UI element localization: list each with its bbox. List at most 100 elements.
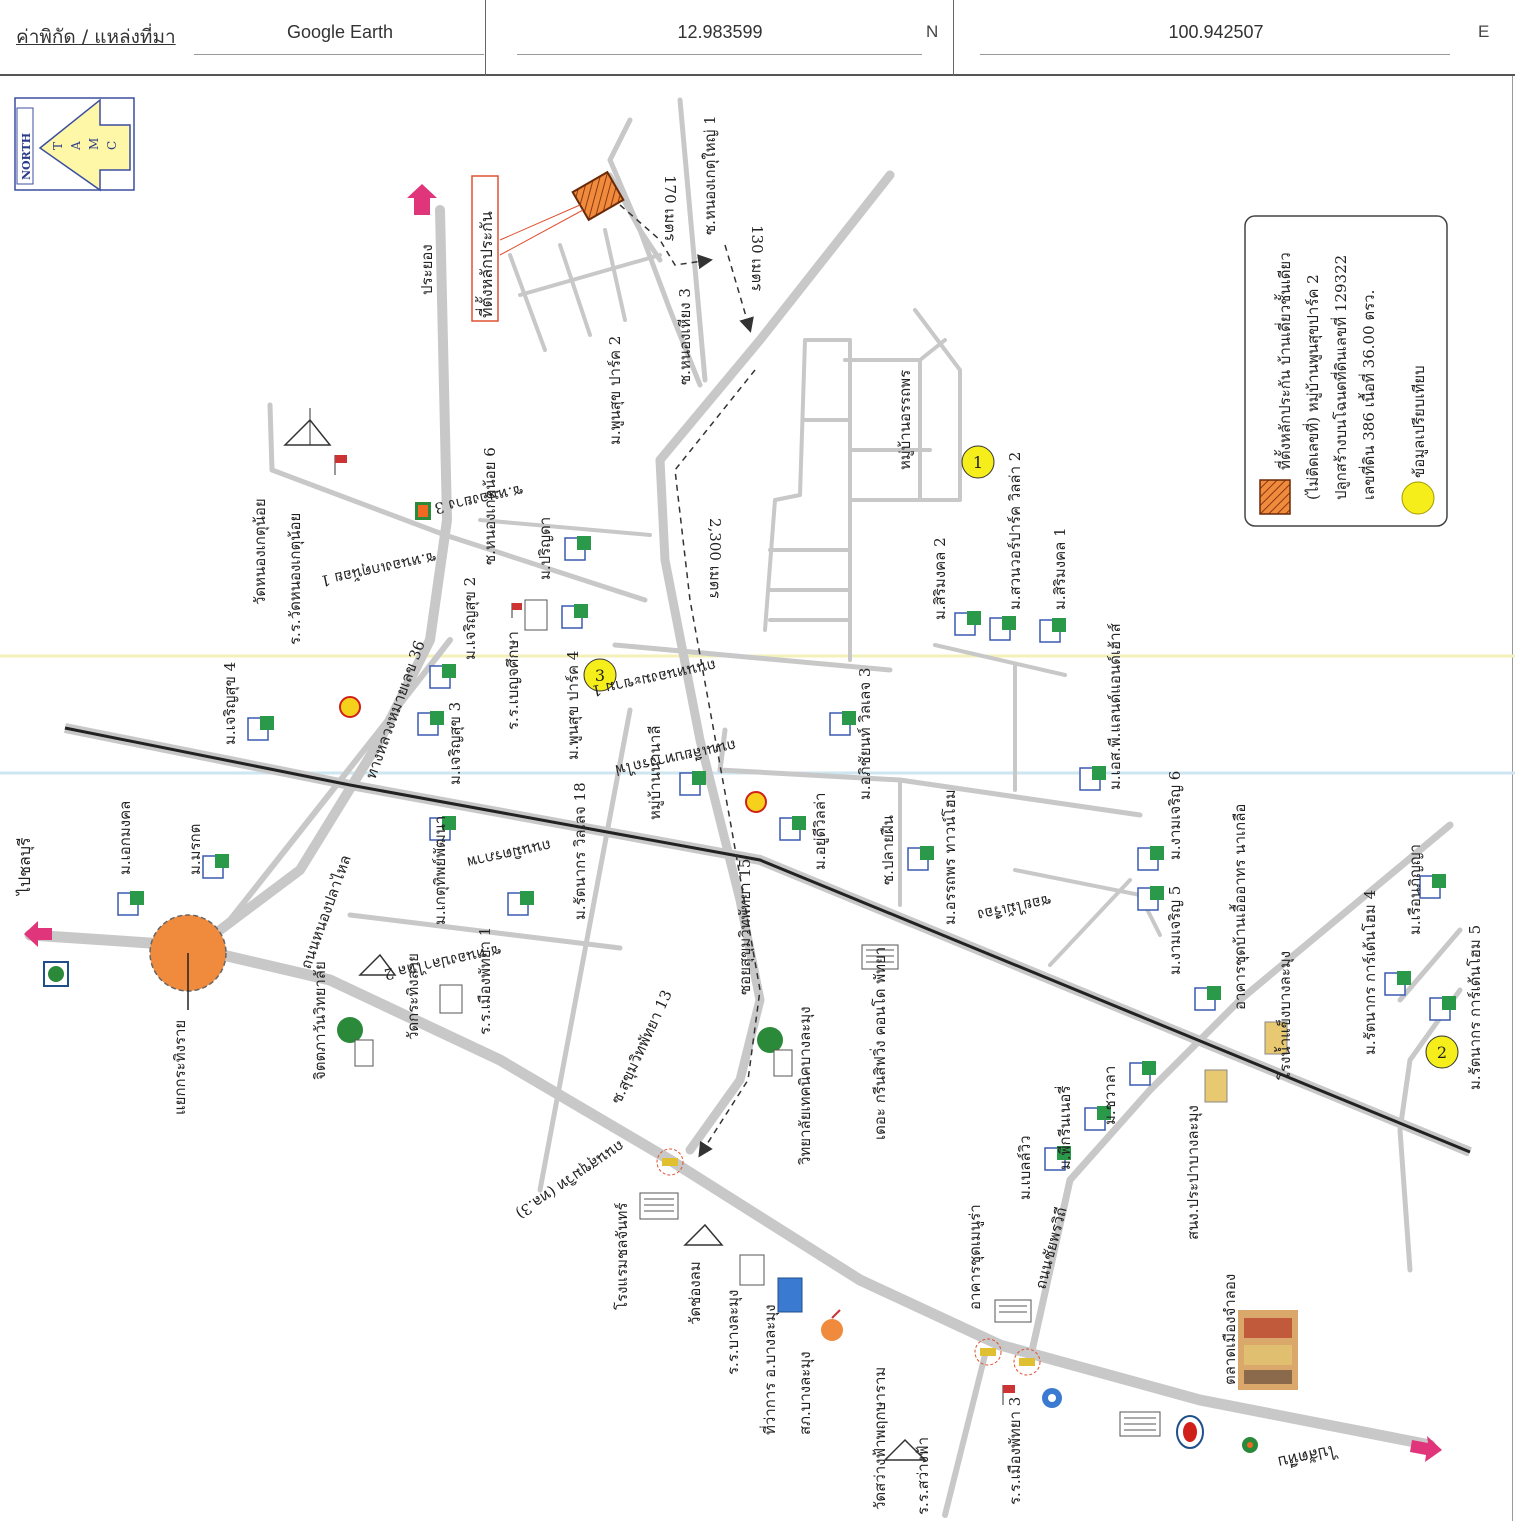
distance-label: 130 เมตร [748, 225, 766, 291]
village-road-grid [768, 418, 852, 622]
map-label: ม.งามเจริญ 6 [1166, 771, 1184, 860]
map-label: ซ.หนองเกตุน้อย 1 [319, 547, 438, 590]
soi-nong-ket-noi-1 [267, 402, 648, 603]
map-label: แยกกระทิงราย [171, 1020, 189, 1115]
soi-road [607, 117, 663, 263]
soi-nong-ket-yai-1 [677, 97, 708, 383]
map-label: จิตตภาวันวิทยาลัย [311, 961, 329, 1080]
subject-callout-label: ที่ตั้งหลักประกัน [475, 211, 496, 318]
latitude-value: 12.983599 [677, 22, 763, 42]
map-label: สนง.ประปาบางละมุง [1184, 1105, 1203, 1240]
latitude-underline [517, 54, 922, 55]
building-icon [1119, 1411, 1161, 1437]
map-label: ซ.สุขุมวิทพัทยา 13 [607, 987, 676, 1107]
compass-letter: M [87, 138, 101, 150]
factory-icon [1204, 1069, 1228, 1103]
marker-number: 3 [595, 666, 605, 685]
soi-road [933, 643, 1067, 677]
village-house-icon [117, 891, 144, 916]
village-house-icon [247, 716, 274, 741]
map-label: ร.ร.บางละมุง [724, 1290, 743, 1375]
water-authority-icon [1042, 1388, 1062, 1408]
map-label: อาคารชุดเมนูร่า [966, 1204, 985, 1310]
map-label: วัดหนองเกตุน้อย [251, 498, 270, 605]
village-house-icon [202, 854, 229, 879]
soi-nong-pla-lai-2 [347, 912, 623, 951]
temple-icon [883, 1438, 927, 1461]
village-house-icon [1079, 766, 1106, 791]
longitude-underline [980, 54, 1450, 55]
map-label: ม.เจริญสุข 4 [221, 662, 240, 745]
village-house-icon [1429, 996, 1456, 1021]
header-divider [953, 0, 954, 76]
soi-nong-yang-3 [478, 518, 652, 537]
map-label: โรงแรมชลจันทร์ [613, 1203, 631, 1310]
compass-north-label: NORTH [20, 133, 33, 180]
map-label: ถนนสุขุมวิท (ทล.3) [512, 1136, 628, 1223]
highway-36-road [175, 205, 452, 965]
distance-line-130 [724, 244, 754, 333]
shell-station-icon [339, 696, 361, 718]
map-label: ร.ร.สว่างฟ้า [914, 1437, 932, 1515]
map-label: เดอะ กรีนสิฟวิ่ง คอนโด พัทยา [869, 947, 889, 1140]
village-house-icon [907, 846, 934, 871]
traffic-light-icon [974, 1338, 1002, 1366]
map-label: อาคารชุดบ้านเอื้ออาทร นาเกลือ [1229, 804, 1250, 1010]
soi-road [537, 707, 633, 1193]
compass-letter: T [51, 142, 65, 150]
location-map: ที่ตั้งหลักประกัน NORTH T A M C ที่ตั้งห… [0, 97, 1515, 1518]
village-house-icon [1384, 971, 1411, 996]
map-label: ม.เรือนภิญญา [1406, 844, 1424, 935]
soi-road [558, 243, 592, 337]
map-label: ม.พูนสุข ปาร์ค 2 [606, 336, 625, 445]
map-label: ม.อภิชัยนท์ วิลเลจ 3 [856, 668, 874, 800]
village-house-icon [989, 616, 1016, 641]
nong-makham-1-road [612, 642, 893, 673]
map-label: วิทยาลัยเทคนิคบางละมุง [796, 1006, 815, 1165]
village-road-grid [763, 338, 852, 662]
latitude-unit: N [926, 22, 939, 41]
soi-road [942, 1352, 988, 1518]
map-label: ม.รัตนากร การ์เด้นโฮม 5 [1466, 925, 1484, 1090]
village-house-icon [1084, 1106, 1111, 1131]
village-house-icon [829, 711, 856, 736]
school-flag-icon [439, 984, 463, 1014]
soi-road [717, 727, 1143, 818]
shell-station-icon [745, 791, 767, 813]
map-label: ถนนชัยพรวิถี [1031, 1205, 1070, 1291]
map-label: วัดกระทิงลาย [404, 953, 422, 1040]
village-icons [117, 536, 1456, 1171]
map-label: ม.อยู่ดีวิลล่า [811, 793, 829, 870]
map-label: ม.เบลล์วิว [1016, 1135, 1034, 1200]
map-label: ม.สวนวอร์ปาร์ค วิลล่า 2 [1006, 452, 1024, 610]
map-label: ซ.ปลายฝืน [879, 815, 897, 885]
map-label: ม.อรรถพร ทาวน์โฮม [941, 789, 959, 925]
map-frame-border [1512, 76, 1513, 1521]
map-label: ร.ร.เมืองพัทยา 1 [476, 927, 494, 1035]
building-icon [861, 944, 899, 970]
village-house-icon [954, 611, 981, 636]
village-house-icon [679, 771, 706, 796]
soi-road [518, 253, 662, 297]
subject-callout-box [471, 175, 499, 322]
map-label: ม.งามเจริญ 5 [1166, 886, 1184, 975]
soi-road [1048, 878, 1132, 967]
map-label: ม.สิริมงคล 2 [931, 537, 949, 620]
arrow-to-rayong-icon [407, 184, 437, 215]
map-label: ม.เอกมงคล [116, 801, 134, 875]
village-house-icon [561, 604, 588, 629]
traffic-light-icon [1013, 1348, 1041, 1376]
comparable-marker-2: 2 [1425, 1035, 1459, 1069]
compass-icon: NORTH T A M C [14, 97, 135, 192]
legend-comparable-label: ข้อมูลเปรียบเทียบ [1410, 365, 1428, 478]
palm-tree-icon [757, 1027, 793, 1077]
direction-label: ไปชลบุรี [15, 837, 35, 897]
soi-road [603, 228, 627, 322]
map-label: ม.สิริมงคล 1 [1051, 527, 1069, 610]
marker-number: 1 [973, 453, 983, 472]
chaiyaphruek-road [1026, 821, 1454, 1364]
mitraphap-road [655, 170, 895, 1155]
map-label: ม.มรกต [186, 824, 204, 875]
map-label: ม.เกตุทิพย์พัฒนา [431, 816, 450, 925]
comparable-marker-1: 1 [961, 445, 995, 479]
